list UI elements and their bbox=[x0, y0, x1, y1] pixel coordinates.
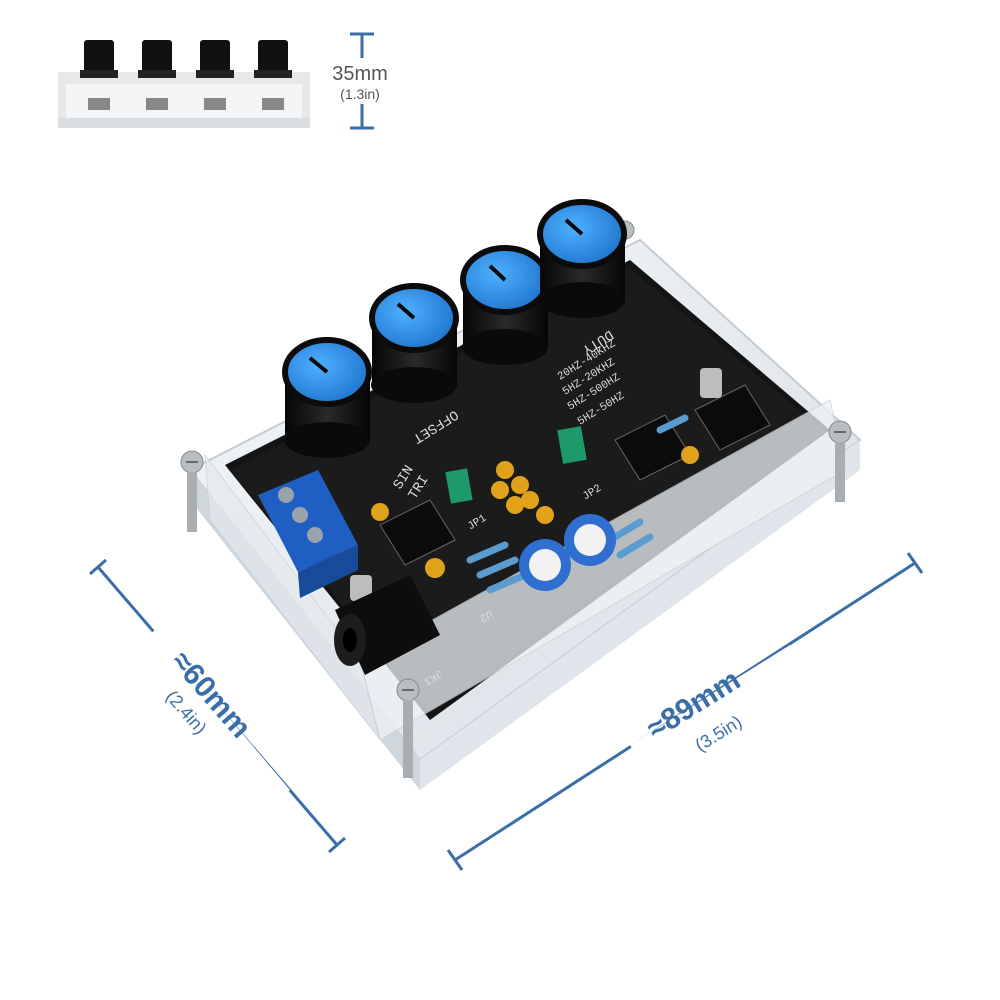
knob-icon bbox=[196, 40, 234, 110]
resistors bbox=[466, 414, 689, 594]
height-thumbnail bbox=[58, 40, 310, 128]
knob-icon bbox=[282, 337, 372, 458]
knobs bbox=[282, 199, 627, 458]
screw-icon bbox=[828, 420, 852, 444]
terminal-block-icon bbox=[258, 470, 358, 598]
height-imperial: (1.3in) bbox=[340, 86, 380, 102]
signal-generator-board: 20HZ-40KHZ 5HZ-20KHZ 5HZ-500HZ 5HZ-50HZ … bbox=[180, 199, 862, 790]
svg-text:U2: U2 bbox=[477, 607, 495, 624]
knob-icon bbox=[80, 40, 118, 110]
height-dimension: 35mm (1.3in) bbox=[318, 32, 408, 130]
ic-chips bbox=[379, 384, 771, 566]
knob-icon bbox=[254, 40, 292, 110]
trimmer-pots bbox=[350, 368, 722, 601]
screw-icon bbox=[396, 678, 420, 702]
thumbnail-knobs bbox=[80, 40, 292, 110]
knob-icon bbox=[138, 40, 176, 110]
jumpers bbox=[445, 426, 587, 504]
knob-icon bbox=[537, 199, 627, 318]
ceramic-capacitors bbox=[371, 446, 699, 578]
power-jack-icon bbox=[334, 575, 440, 675]
knob-icon bbox=[369, 283, 459, 403]
screw-icon bbox=[180, 450, 204, 474]
height-metric: 35mm bbox=[332, 63, 388, 85]
knob-icon bbox=[460, 245, 550, 365]
